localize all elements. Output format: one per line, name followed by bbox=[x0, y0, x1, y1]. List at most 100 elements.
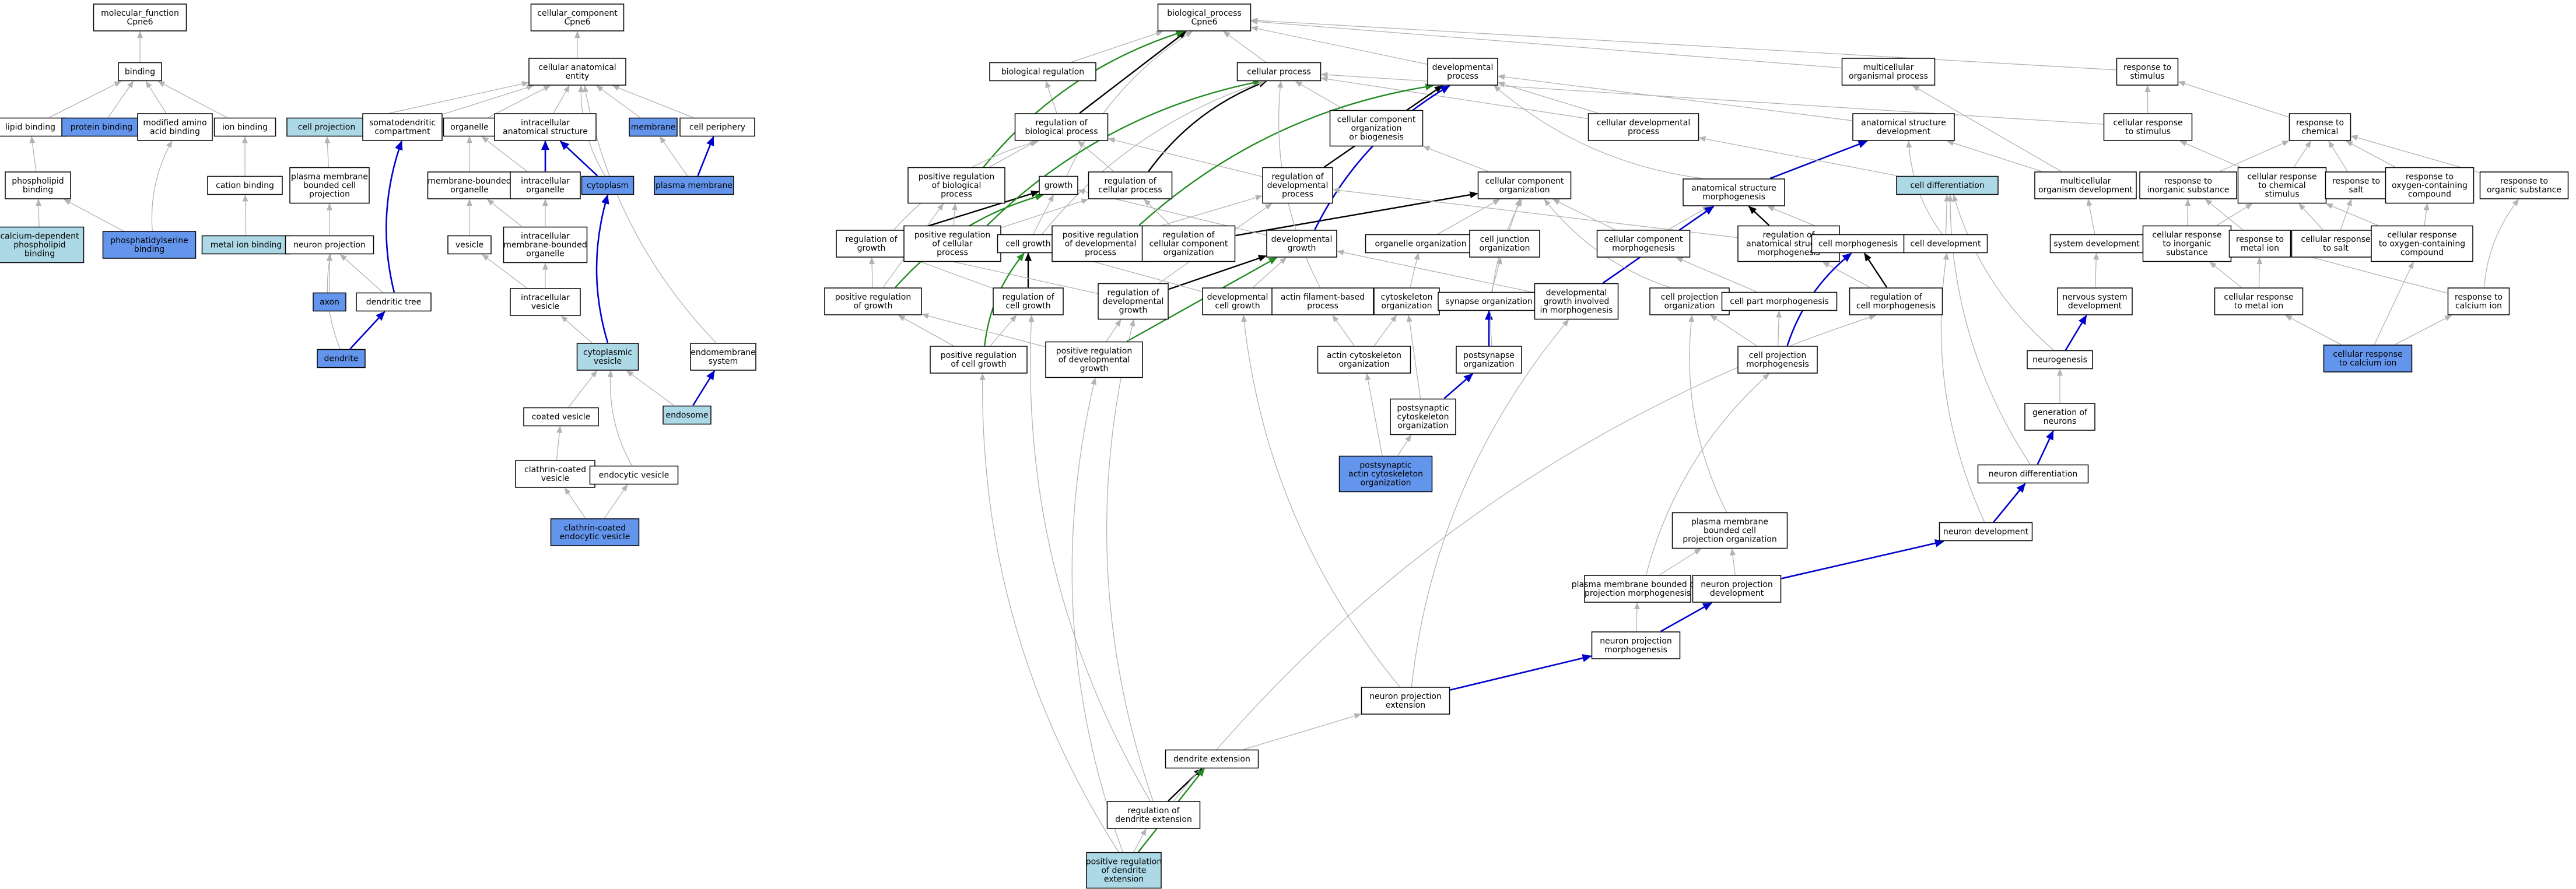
go-term-node-organelle[interactable]: organelle bbox=[443, 117, 496, 137]
go-term-node-cell-differentiation[interactable]: cell differentiation bbox=[1896, 175, 1999, 195]
go-term-node-endosome[interactable]: endosome bbox=[663, 405, 712, 425]
go-term-node-binding[interactable]: binding bbox=[118, 62, 162, 82]
go-term-node-system-development[interactable]: system development bbox=[2049, 234, 2144, 254]
go-term-node-synapse-org[interactable]: synapse organization bbox=[1438, 291, 1540, 311]
go-term-node-cell-growth[interactable]: cell growth bbox=[997, 234, 1060, 254]
go-term-node-cellular-process[interactable]: cellular process bbox=[1236, 62, 1322, 82]
go-term-node-endocytic-vesicle[interactable]: endocytic vesicle bbox=[589, 465, 679, 485]
go-term-node-organelle-org[interactable]: organelle organization bbox=[1365, 234, 1477, 254]
go-term-node-neuron-development[interactable]: neuron development bbox=[1939, 522, 2033, 542]
go-term-node-ion-binding[interactable]: ion binding bbox=[213, 117, 276, 137]
go-term-node-neuron-projection[interactable]: neuron projection bbox=[285, 235, 374, 255]
go-term-node-dendrite-ext[interactable]: dendrite extension bbox=[1165, 749, 1259, 769]
go-term-node-dendrite[interactable]: dendrite bbox=[317, 349, 366, 368]
go-term-node-membrane[interactable]: membrane bbox=[629, 117, 678, 137]
go-term-node-cell-morphogenesis[interactable]: cell morphogenesis bbox=[1811, 234, 1905, 254]
go-term-node-cell-part-morph[interactable]: cell part morphogenesis bbox=[1721, 291, 1838, 311]
go-term-node-lipid-binding[interactable]: lipid binding bbox=[0, 117, 66, 137]
go-term-node-plasma-membrane[interactable]: plasma membrane bbox=[654, 175, 734, 195]
go-term-node-growth[interactable]: growth bbox=[1039, 175, 1078, 195]
go-term-node-axon[interactable]: axon bbox=[313, 292, 346, 312]
go-term-node-dendritic-tree[interactable]: dendritic tree bbox=[356, 292, 432, 312]
go-term-node-coated-vesicle[interactable]: coated vesicle bbox=[523, 407, 599, 427]
go-term-node-cytoplasm[interactable]: cytoplasm bbox=[581, 175, 635, 195]
go-term-node-cell-projection[interactable]: cell projection bbox=[286, 117, 367, 137]
go-term-node-metal-ion-binding[interactable]: metal ion binding bbox=[201, 235, 291, 255]
go-term-node-biological-regulation[interactable]: biological regulation bbox=[989, 62, 1096, 82]
go-term-node-cell-periphery[interactable]: cell periphery bbox=[679, 117, 755, 137]
go-term-node-protein-binding[interactable]: protein binding bbox=[61, 117, 142, 137]
go-term-node-neuron-diff[interactable]: neuron differentiation bbox=[1977, 464, 2089, 484]
